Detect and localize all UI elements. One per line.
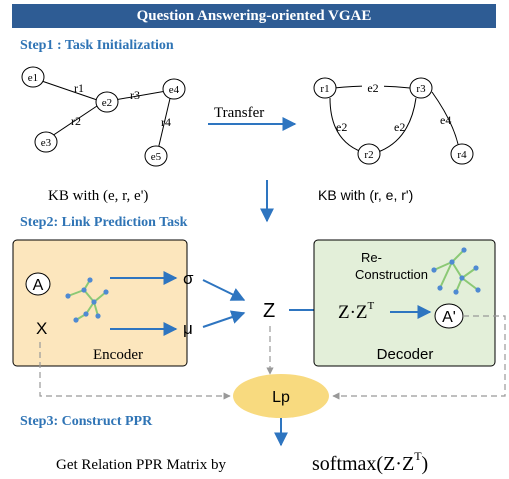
entity-node-e1: [21, 66, 45, 88]
relation-label-r1: r1: [74, 81, 84, 95]
sigma-to-z-arrow: [202, 279, 246, 301]
step1-heading: Step1 : Task Initialization: [20, 38, 174, 53]
relation-node-r4: [450, 143, 474, 165]
loss-label: Lp: [272, 389, 290, 406]
ppr-description: Get Relation PPR Matrix by: [56, 457, 226, 473]
edge-label-e2-top: e2: [367, 81, 378, 95]
relation-node-label-r4: r4: [457, 149, 467, 161]
entity-node-e2: [95, 91, 119, 113]
kb-left-caption: KB with (e, r, e'): [48, 188, 148, 204]
entity-label-e1: e1: [28, 72, 38, 84]
relation-label-r3: r3: [130, 88, 140, 102]
edge-label-e4: e4: [440, 113, 451, 127]
edge-label-e2-left: e2: [336, 120, 347, 134]
entity-label-e5: e5: [151, 151, 162, 163]
loss-node: [233, 374, 329, 418]
reconstruction-label-1: Re-: [361, 250, 382, 265]
x-to-loss-connector: [39, 342, 231, 400]
adjacency-node-a: [25, 272, 51, 296]
encoder-label: Encoder: [93, 347, 143, 363]
kb-right-caption: KB with (r, e, r'): [318, 187, 413, 203]
relation-node-label-r3: r3: [416, 83, 426, 95]
relation-node-label-r1: r1: [320, 83, 329, 95]
transfer-label: Transfer: [214, 105, 264, 121]
entity-node-e5: [144, 145, 168, 167]
adjacency-label-a: A: [33, 277, 44, 294]
reconstruction-label-2: Construction: [355, 267, 428, 282]
entity-label-e4: e4: [169, 84, 180, 96]
encoder-graph-icon: [65, 277, 109, 323]
reconstructed-adjacency-label: A': [442, 309, 456, 326]
encoder-box: [12, 239, 188, 367]
entity-node-e4: [162, 78, 186, 100]
entity-node-e3: [34, 131, 58, 153]
decoder-graph-icon: [431, 247, 481, 295]
relation-node-label-r2: r2: [364, 149, 373, 161]
sigma-label: σ: [183, 269, 194, 288]
relation-label-r2: r2: [71, 114, 81, 128]
feature-label-x: X: [36, 319, 47, 338]
mu-to-z-arrow: [202, 310, 246, 328]
diagram-title: Question Answering-oriented VGAE: [12, 4, 496, 28]
decoder-box: [313, 239, 496, 367]
decoder-label: Decoder: [377, 346, 434, 363]
relation-label-r4: r4: [161, 115, 171, 129]
kb-left-graph: e1 e2 e3 e4 e5 r1 r2 r3 r4: [21, 66, 186, 167]
relation-node-r3: [409, 77, 433, 99]
entity-label-e2: e2: [102, 97, 112, 109]
edge-label-e2-right: e2: [394, 120, 405, 134]
relation-node-r2: [357, 143, 381, 165]
step3-heading: Step3: Construct PPR: [20, 414, 153, 429]
latent-z: Z: [263, 300, 275, 322]
entity-label-e3: e3: [41, 137, 52, 149]
kb-right-graph: r1 r2 r3 r4 e2 e2 e2 e4: [313, 77, 474, 165]
step2-heading: Step2: Link Prediction Task: [20, 215, 188, 230]
output-to-loss-connector: [332, 315, 506, 400]
relation-node-r1: [313, 77, 337, 99]
mu-label: μ: [183, 319, 193, 338]
ppr-formula: softmax(Z·ZT): [312, 449, 428, 475]
decoder-product: Z·ZT: [338, 300, 375, 323]
